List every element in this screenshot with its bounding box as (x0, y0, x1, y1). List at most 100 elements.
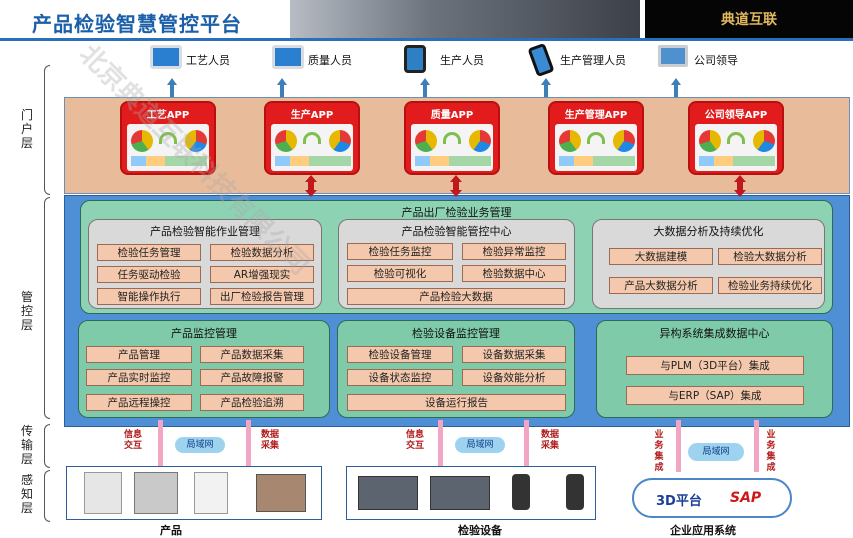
equip-monitor-item: 设备效能分析 (462, 369, 566, 386)
products-label: 产品 (160, 524, 182, 537)
pipe-right-a (676, 420, 681, 472)
cloud-sap: SAP (730, 490, 762, 506)
user-label: 生产人员 (440, 54, 484, 67)
arrow-portal-2 (450, 175, 462, 197)
user-label: 公司领导 (694, 54, 738, 67)
equipment-device-4 (566, 474, 584, 510)
layer-portal-label: 门户层 (20, 108, 33, 150)
user-label: 生产管理人员 (560, 54, 626, 67)
layer-mgmt-label: 管控层 (20, 290, 33, 332)
equip-monitor-item: 设备数据采集 (462, 346, 566, 363)
pipe-right-b (754, 420, 759, 472)
app-card[interactable]: 生产管理APP (548, 101, 644, 175)
transport-mid-b: 数据 采集 (540, 430, 559, 451)
product-device-1 (84, 472, 122, 514)
lan-mid: 局域网 (455, 437, 505, 453)
bigdata-item: 检验业务持续优化 (718, 277, 822, 294)
app-dashboard-thumbnail (271, 124, 353, 171)
pipe-mid-a (438, 420, 443, 466)
enterprise-label: 企业应用系统 (670, 524, 736, 537)
control-title: 产品检验智能管控中心 (401, 225, 512, 238)
integration-title: 异构系统集成数据中心 (659, 327, 770, 340)
layer-perception-label: 感知层 (20, 473, 33, 515)
monitor-icon (272, 45, 304, 69)
work-item: 智能操作执行 (97, 288, 201, 305)
work-item: 任务驱动检验 (97, 266, 201, 283)
work-item: 检验数据分析 (210, 244, 314, 261)
product-monitor-item: 产品管理 (86, 346, 192, 363)
control-item: 产品检验大数据 (347, 288, 565, 305)
equip-monitor-item: 设备运行报告 (347, 394, 566, 411)
app-card[interactable]: 公司领导APP (688, 101, 784, 175)
transport-left-b: 数据 采集 (260, 430, 279, 451)
app-card[interactable]: 生产APP (264, 101, 360, 175)
product-monitor-item: 产品数据采集 (200, 346, 304, 363)
header-banner (290, 0, 640, 38)
equip-monitor-item: 检验设备管理 (347, 346, 453, 363)
perception-brace (44, 470, 50, 522)
equipment-device-3 (512, 474, 530, 510)
arrow-user-2 (277, 78, 287, 97)
app-card[interactable]: 质量APP (404, 101, 500, 175)
transport-right-a: 业 务 集 成 (654, 430, 664, 473)
product-device-2 (134, 472, 178, 514)
cloud-3d: 3D平台 (656, 494, 702, 509)
app-dashboard-thumbnail (127, 124, 209, 171)
transport-brace (44, 424, 50, 468)
app-title: 生产APP (290, 110, 334, 121)
user-label: 工艺人员 (186, 54, 230, 67)
control-item: 检验可视化 (347, 265, 453, 282)
laptop-icon (658, 45, 688, 67)
integration-plm: 与PLM（3D平台）集成 (626, 356, 804, 375)
control-item: 检验任务监控 (347, 243, 453, 260)
work-item: 检验任务管理 (97, 244, 201, 261)
integration-erp: 与ERP（SAP）集成 (626, 386, 804, 405)
bigdata-item: 检验大数据分析 (718, 248, 822, 265)
pipe-left-a (158, 420, 163, 466)
product-monitor-title: 产品监控管理 (171, 327, 237, 340)
portal-brace (44, 65, 50, 195)
pipe-mid-b (524, 420, 529, 466)
app-title: 生产管理APP (564, 110, 628, 121)
bigdata-item: 大数据建模 (609, 248, 713, 265)
monitor-icon (150, 45, 182, 69)
work-item: AR增强现实 (210, 266, 314, 283)
equipment-device-2 (430, 476, 490, 510)
business-title: 产品出厂检验业务管理 (401, 206, 512, 219)
work-item: 出厂检验报告管理 (210, 288, 314, 305)
app-dashboard-thumbnail (695, 124, 777, 171)
app-card[interactable]: 工艺APP (120, 101, 216, 175)
arrow-portal-1 (305, 175, 317, 197)
equip-monitor-title: 检验设备监控管理 (412, 327, 500, 340)
transport-mid-a: 信息 交互 (405, 430, 424, 451)
app-title: 质量APP (430, 110, 474, 121)
product-monitor-item: 产品实时监控 (86, 369, 192, 386)
arrow-user-1 (167, 78, 177, 97)
app-dashboard-thumbnail (411, 124, 493, 171)
product-monitor-item: 产品故障报警 (200, 369, 304, 386)
transport-left-a: 信息 交互 (123, 430, 142, 451)
app-title: 公司领导APP (704, 110, 768, 121)
company-logo: 典道互联 (645, 0, 853, 38)
work-title: 产品检验智能作业管理 (150, 225, 260, 238)
pipe-left-b (246, 420, 251, 466)
layer-transport-label: 传输层 (20, 424, 33, 466)
user-label: 质量人员 (308, 54, 352, 67)
equipment-label: 检验设备 (458, 524, 502, 537)
transport-right-b: 业 务 集 成 (766, 430, 776, 473)
control-item: 检验异常监控 (462, 243, 566, 260)
equip-monitor-item: 设备状态监控 (347, 369, 453, 386)
arrow-user-5 (671, 78, 681, 97)
bigdata-item: 产品大数据分析 (609, 277, 713, 294)
bigdata-title: 大数据分析及持续优化 (653, 225, 764, 238)
product-monitor-item: 产品远程操控 (86, 394, 192, 411)
logo-text: 典道互联 (721, 12, 777, 28)
product-monitor-item: 产品检验追溯 (200, 394, 304, 411)
mgmt-brace (44, 197, 50, 419)
arrow-user-4 (541, 78, 551, 97)
lan-left: 局域网 (175, 437, 225, 453)
header-divider (0, 38, 853, 41)
app-title: 工艺APP (146, 110, 190, 121)
app-dashboard-thumbnail (555, 124, 637, 171)
